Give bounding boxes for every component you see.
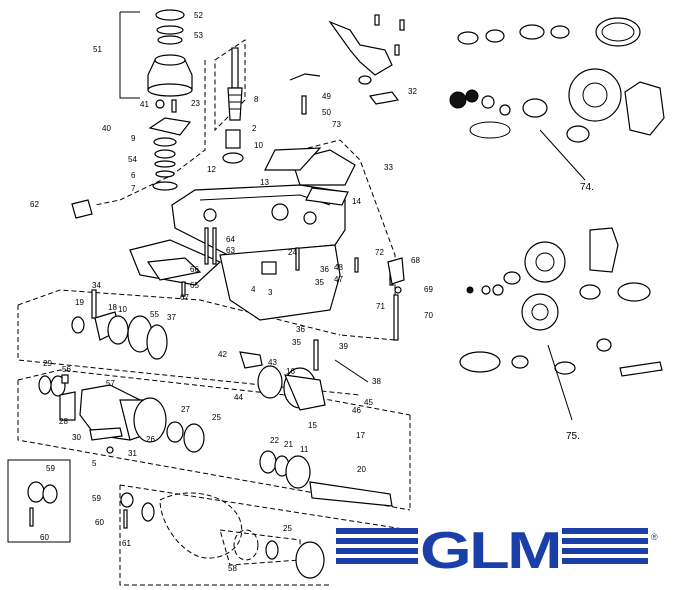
callout-label: 29	[43, 359, 52, 368]
callout-label: 69	[424, 285, 433, 294]
callout-label: 18	[108, 303, 117, 312]
callout-label: 64	[226, 235, 235, 244]
callout-label: 3	[268, 288, 273, 297]
callout-label: 42	[218, 350, 227, 359]
callouts: 52 53 51 8 49 50 73 32 41 23 40 2 9 10 5…	[30, 11, 433, 573]
callout-label: 26	[146, 435, 155, 444]
callout-label: 45	[364, 398, 373, 407]
callout-label: 65	[190, 281, 199, 290]
registered-mark: ®	[651, 532, 658, 542]
callout-label: 41	[140, 100, 149, 109]
callout-label: 5	[92, 459, 97, 468]
drive-shaft	[222, 47, 244, 164]
callout-label: 9	[131, 134, 136, 143]
callout-label: 66	[190, 265, 199, 274]
callout-label: 20	[357, 465, 366, 474]
propeller-assembly	[120, 492, 325, 579]
kit-75-label: 75.	[566, 431, 580, 442]
callout-label: 60	[40, 533, 49, 542]
callout-label: 37	[167, 313, 176, 322]
callout-label: 39	[339, 342, 348, 351]
glm-logo: GLM ®	[336, 522, 658, 580]
callout-label: 17	[356, 431, 365, 440]
callout-label: 35	[315, 278, 324, 287]
callout-label: 8	[254, 95, 259, 104]
seal-stack	[119, 9, 193, 191]
callout-label: 25	[283, 524, 292, 533]
callout-label: 59	[46, 464, 55, 473]
callout-label: 16	[286, 367, 295, 376]
shift-linkage	[289, 14, 405, 105]
callout-label: 14	[352, 197, 361, 206]
callout-label: 12	[207, 165, 216, 174]
callout-label: 27	[181, 405, 190, 414]
callout-label: 52	[194, 11, 203, 20]
bolts	[71, 95, 405, 341]
callout-label: 21	[284, 440, 293, 449]
callout-label: 73	[332, 120, 341, 129]
callout-label: 70	[424, 311, 433, 320]
callout-label: 19	[75, 298, 84, 307]
callout-label: 53	[194, 31, 203, 40]
callout-label: 62	[30, 200, 39, 209]
callout-label: 40	[102, 124, 111, 133]
callout-label: 24	[288, 248, 297, 257]
callout-label: 61	[122, 539, 131, 548]
kit-74-label: 74.	[580, 182, 594, 193]
callout-label: 57	[106, 379, 115, 388]
callout-label: 63	[226, 246, 235, 255]
propshaft-row	[38, 374, 393, 507]
housing-outline	[17, 39, 411, 586]
callout-label: 60	[95, 518, 104, 527]
callout-label: 23	[191, 99, 200, 108]
callout-label: 47	[334, 275, 343, 284]
callout-label: 4	[251, 285, 256, 294]
kit-74-parts	[449, 17, 665, 181]
callout-label: 49	[322, 92, 331, 101]
callout-label: 54	[128, 155, 137, 164]
forward-gear-row	[71, 289, 369, 411]
callout-label: 58	[228, 564, 237, 573]
callout-label: 35	[292, 338, 301, 347]
callout-label: 36	[296, 325, 305, 334]
callout-label: 28	[59, 417, 68, 426]
callout-label: 72	[375, 248, 384, 257]
callout-label: 56	[62, 365, 71, 374]
callout-label: 59	[92, 494, 101, 503]
callout-label: 36	[320, 265, 329, 274]
callout-label: 38	[372, 377, 381, 386]
callout-label: 33	[384, 163, 393, 172]
callout-label: 25	[212, 413, 221, 422]
inset-box	[7, 459, 71, 543]
callout-label: 44	[234, 393, 243, 402]
callout-label: 34	[92, 281, 101, 290]
callout-label: 43	[268, 358, 277, 367]
callout-label: 32	[408, 87, 417, 96]
callout-label: 67	[180, 293, 189, 302]
callout-label: 50	[322, 108, 331, 117]
callout-label: 2	[252, 124, 257, 133]
callout-label: 7	[131, 184, 136, 193]
callout-label: 11	[300, 445, 309, 454]
callout-label: 51	[93, 45, 102, 54]
kit-75-parts	[459, 227, 663, 421]
callout-label: 6	[131, 171, 136, 180]
callout-label: 10	[254, 141, 263, 150]
callout-label: 13	[260, 178, 269, 187]
logo-text: GLM	[420, 522, 560, 580]
callout-label: 46	[352, 406, 361, 415]
callout-label: 10	[118, 305, 127, 314]
callout-label: 71	[376, 302, 385, 311]
callout-label: 15	[308, 421, 317, 430]
callout-label: 48	[334, 263, 343, 272]
callout-label: 55	[150, 310, 159, 319]
callout-label: 30	[72, 433, 81, 442]
callout-label: 68	[411, 256, 420, 265]
callout-label: 22	[270, 436, 279, 445]
callout-label: 31	[128, 449, 137, 458]
